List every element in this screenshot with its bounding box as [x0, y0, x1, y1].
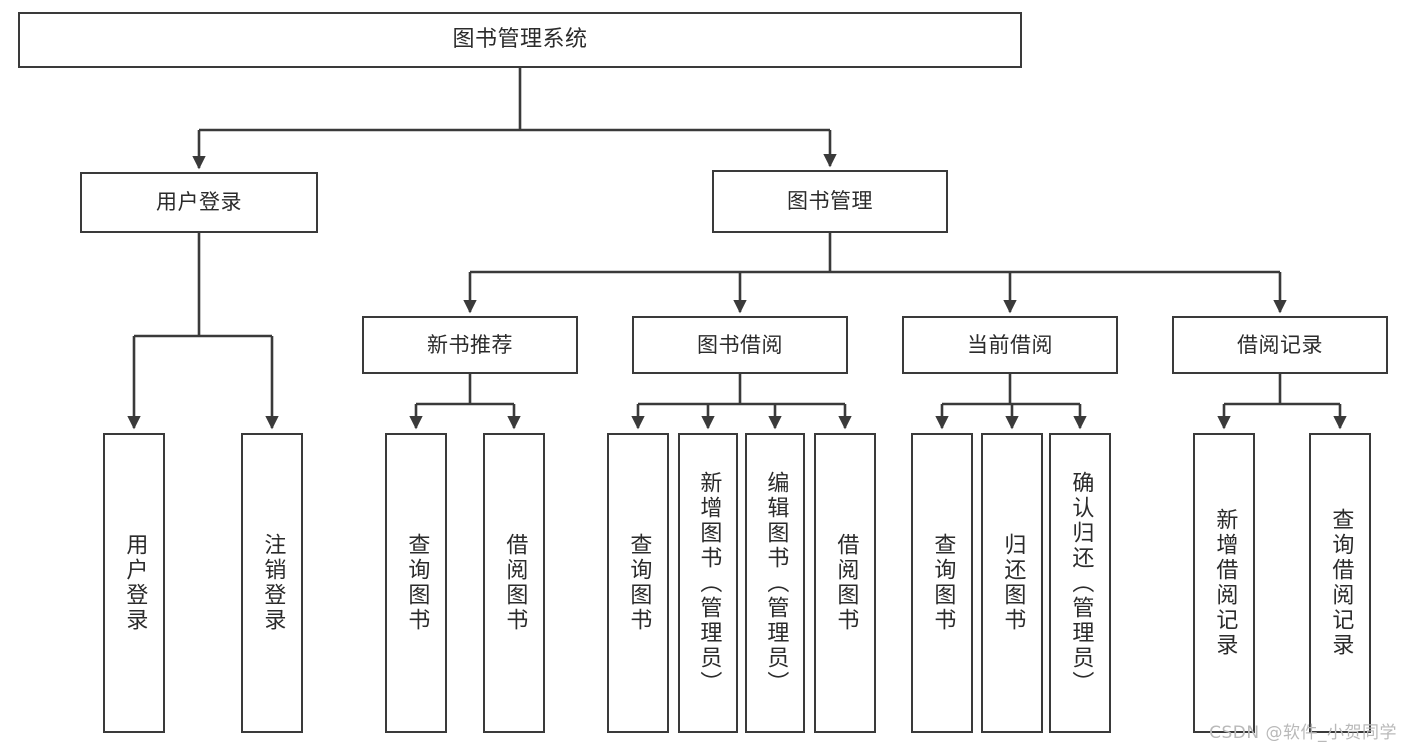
node-new-book-recommend[interactable]: 新书推荐 [362, 316, 578, 374]
leaf-borrow-record-add[interactable]: 新增借阅记录 [1193, 433, 1255, 733]
node-label: 注销登录 [260, 533, 286, 633]
leaf-current-borrow-return[interactable]: 归还图书 [981, 433, 1043, 733]
leaf-book-borrow-lend[interactable]: 借阅图书 [814, 433, 876, 733]
node-current-borrow[interactable]: 当前借阅 [902, 316, 1118, 374]
node-label: 查询图书 [404, 533, 430, 633]
node-root-book-management-system[interactable]: 图书管理系统 [18, 12, 1022, 68]
csdn-watermark: CSDN @软件_小贺同学 [1209, 723, 1397, 743]
node-label: 新书推荐 [427, 332, 513, 357]
node-label: 归还图书 [1000, 533, 1026, 633]
node-label: 新增借阅记录 [1212, 508, 1238, 658]
node-book-management[interactable]: 图书管理 [712, 170, 948, 233]
leaf-borrow-record-query[interactable]: 查询借阅记录 [1309, 433, 1371, 733]
node-label: 查询图书 [626, 533, 652, 633]
node-label: 确认归还（管理员） [1068, 470, 1094, 696]
node-label: 新增图书（管理员） [696, 470, 722, 696]
node-label: 用户登录 [122, 533, 148, 633]
node-label: 图书借阅 [697, 332, 783, 357]
node-label: 借阅图书 [502, 533, 528, 633]
leaf-current-borrow-query[interactable]: 查询图书 [911, 433, 973, 733]
node-label: 当前借阅 [967, 332, 1053, 357]
node-label: 用户登录 [156, 190, 242, 215]
leaf-new-book-borrow[interactable]: 借阅图书 [483, 433, 545, 733]
leaf-current-borrow-confirm-return[interactable]: 确认归还（管理员） [1049, 433, 1111, 733]
leaf-book-borrow-add[interactable]: 新增图书（管理员） [678, 433, 738, 733]
node-label: 编辑图书（管理员） [763, 470, 789, 696]
node-book-borrow[interactable]: 图书借阅 [632, 316, 848, 374]
leaf-new-book-query[interactable]: 查询图书 [385, 433, 447, 733]
node-user-login[interactable]: 用户登录 [80, 172, 318, 233]
node-label: 查询图书 [930, 533, 956, 633]
node-label: 图书管理系统 [452, 27, 588, 53]
leaf-book-borrow-query[interactable]: 查询图书 [607, 433, 669, 733]
node-label: 图书管理 [787, 189, 873, 214]
leaf-book-borrow-edit[interactable]: 编辑图书（管理员） [745, 433, 805, 733]
node-label: 借阅记录 [1237, 332, 1323, 357]
node-label: 借阅图书 [833, 533, 859, 633]
leaf-user-login-signin[interactable]: 用户登录 [103, 433, 165, 733]
node-borrow-record[interactable]: 借阅记录 [1172, 316, 1388, 374]
leaf-user-login-signout[interactable]: 注销登录 [241, 433, 303, 733]
node-label: 查询借阅记录 [1328, 508, 1354, 658]
